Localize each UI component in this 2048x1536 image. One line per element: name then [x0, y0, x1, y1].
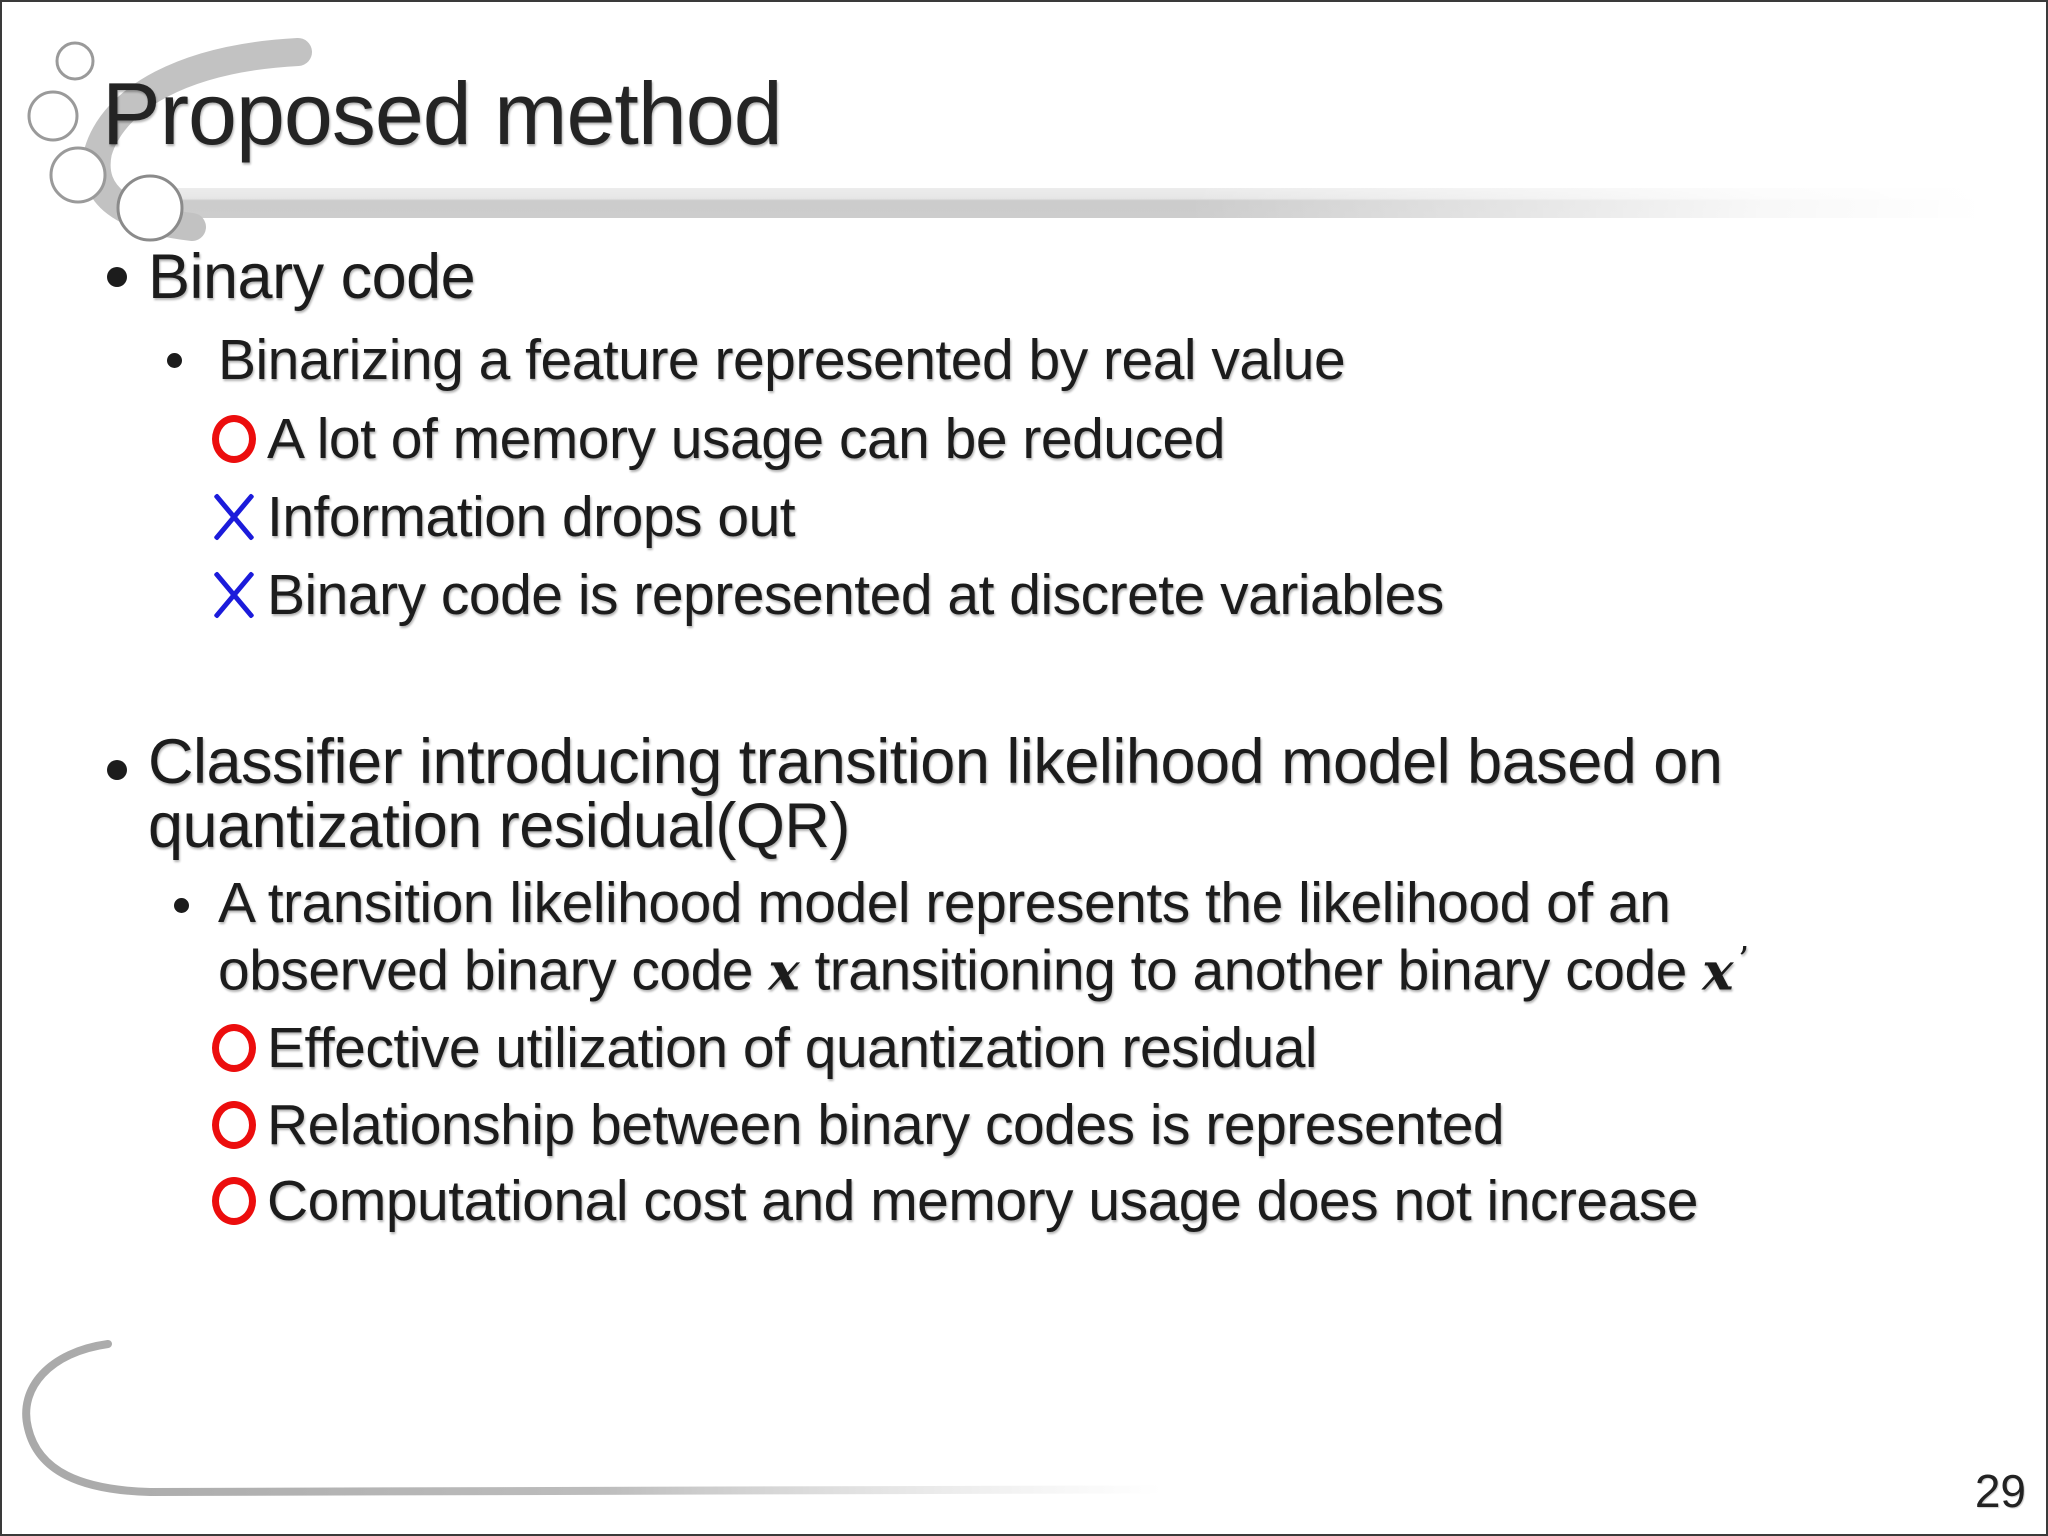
list-item-label: Effective utilization of quantization re…	[267, 1016, 1318, 1080]
list-item-con: Information drops out	[212, 485, 796, 549]
circle-outline-icon	[212, 1024, 256, 1072]
list-item-label: Computational cost and memory usage does…	[267, 1169, 1698, 1233]
list-item-label: Binarizing a feature represented by real…	[218, 328, 1346, 392]
subheading-text: observed binary code	[218, 938, 769, 1003]
list-item-pro: Relationship between binary codes is rep…	[212, 1093, 1505, 1157]
subheading-text: transitioning to another binary code	[799, 938, 1703, 1003]
math-x: x	[768, 941, 800, 1003]
list-item-transition-model: A transition likelihood model represents…	[167, 874, 1749, 1002]
list-item-binarizing: Binarizing a feature represented by real…	[167, 328, 1346, 392]
list-item-label: Information drops out	[267, 485, 796, 549]
page-number: 29	[1974, 1465, 2026, 1517]
heading-line: quantization residual(QR)	[148, 791, 850, 861]
list-item-label: Binary code	[148, 242, 476, 312]
prime-mark: ’	[1737, 940, 1749, 981]
page-title: Proposed method	[102, 64, 783, 163]
bullet-dot-icon	[167, 352, 182, 368]
list-item-pro: Computational cost and memory usage does…	[212, 1169, 1698, 1233]
list-item-con: Binary code is represented at discrete v…	[212, 563, 1444, 627]
math-x-prime: x	[1702, 941, 1733, 1003]
circle-outline-icon	[212, 415, 256, 463]
list-item-label: A lot of memory usage can be reduced	[267, 407, 1225, 471]
bullet-dot-icon	[107, 760, 127, 780]
cross-icon	[212, 570, 256, 620]
cross-icon	[212, 492, 256, 542]
circle-outline-icon	[212, 1177, 256, 1225]
footer-swoosh-decoration-icon	[22, 1340, 1322, 1497]
heading-line: Classifier introducing transition likeli…	[148, 727, 1723, 797]
list-item-pro: A lot of memory usage can be reduced	[212, 407, 1225, 471]
list-item-label: Relationship between binary codes is rep…	[267, 1093, 1505, 1157]
circle-outline-icon	[212, 1101, 256, 1149]
list-item-classifier: Classifier introducing transition likeli…	[107, 727, 1723, 861]
list-item-binary-code: Binary code	[107, 242, 476, 312]
bullet-dot-icon	[174, 898, 189, 913]
title-underline	[150, 188, 2040, 218]
bullet-dot-icon	[107, 267, 127, 287]
header-swirl-decoration-icon	[27, 38, 312, 242]
subheading-line: A transition likelihood model represents…	[218, 871, 1671, 935]
list-item-label: Binary code is represented at discrete v…	[267, 563, 1444, 627]
subheading-line: observed binary code x transitioning to …	[167, 932, 1749, 1002]
list-item-pro: Effective utilization of quantization re…	[212, 1016, 1318, 1080]
